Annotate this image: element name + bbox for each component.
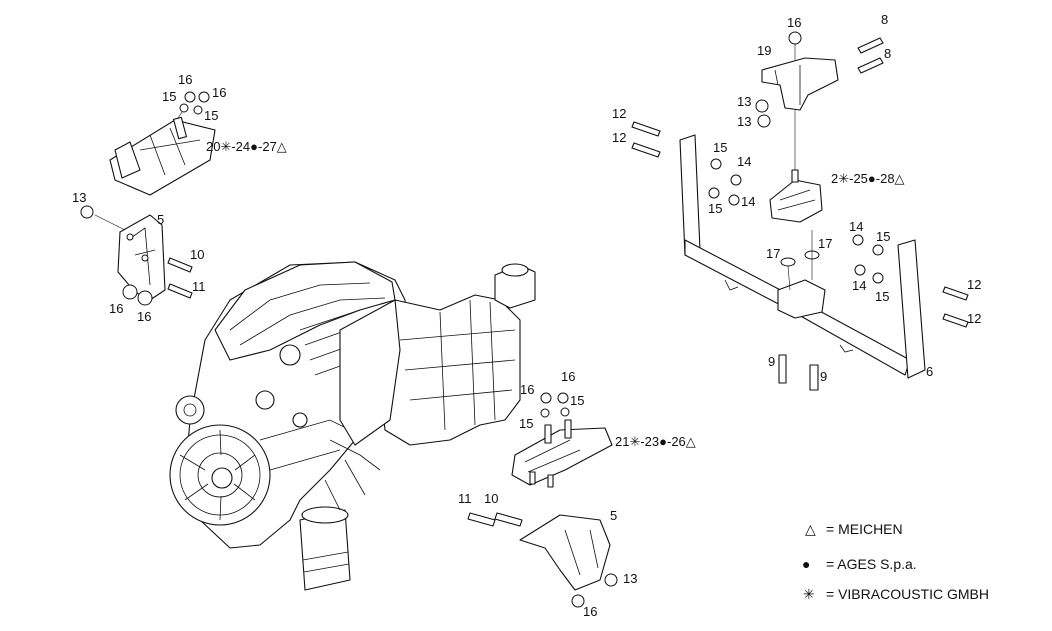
callout-9: 9 — [820, 369, 827, 384]
callout-16: 16 — [137, 309, 151, 324]
left-bracket-5 — [80, 205, 193, 306]
upper-left-engine-mount — [109, 105, 216, 196]
lower-bracket-5 — [467, 512, 618, 608]
callout-15: 15 — [570, 393, 584, 408]
callout-19: 19 — [757, 43, 771, 58]
callout-17: 17 — [818, 236, 832, 251]
callout-9: 9 — [768, 354, 775, 369]
callout-15: 15 — [875, 289, 889, 304]
callout-10: 10 — [190, 247, 204, 262]
callout-15: 15 — [162, 89, 176, 104]
upper-right-bracket-19 — [755, 31, 884, 175]
callout-16: 16 — [109, 301, 123, 316]
legend-vibracoustic: = VIBRACOUSTIC GMBH — [826, 586, 989, 602]
callout-labels: 16 16 15 15 20✳-24●-27△ 13 5 10 11 16 16… — [72, 12, 981, 619]
callout-14: 14 — [741, 194, 755, 209]
callout-16: 16 — [561, 369, 575, 384]
callout-13: 13 — [72, 190, 86, 205]
legend: △ = MEICHEN ● = AGES S.p.a. ✳ = VIBRACOU… — [802, 521, 989, 602]
vibracoustic-symbol: ✳ — [803, 586, 815, 602]
callout-11: 11 — [192, 279, 206, 294]
callout-16: 16 — [520, 382, 534, 397]
callout-11: 11 — [458, 491, 472, 506]
callout-16: 16 — [787, 15, 801, 30]
callout-8: 8 — [881, 12, 888, 27]
right-engine-mount — [769, 169, 823, 223]
callout-12: 12 — [967, 277, 981, 292]
callout-13: 13 — [623, 571, 637, 586]
callout-12: 12 — [967, 311, 981, 326]
callout-upper-left-code: 20✳-24●-27△ — [206, 139, 287, 154]
callout-15: 15 — [713, 140, 727, 155]
upper-left-nuts — [179, 91, 210, 115]
ages-symbol: ● — [802, 556, 810, 572]
callout-16: 16 — [178, 72, 192, 87]
callout-lower-mount-code: 21✳-23●-26△ — [615, 434, 696, 449]
callout-8: 8 — [884, 46, 891, 61]
callout-15: 15 — [708, 201, 722, 216]
callout-15: 15 — [519, 416, 533, 431]
engine-gearbox-assembly — [169, 261, 536, 591]
callout-14: 14 — [849, 219, 863, 234]
callout-15: 15 — [204, 108, 218, 123]
callout-12: 12 — [612, 106, 626, 121]
legend-meichen: = MEICHEN — [826, 521, 903, 537]
callout-13: 13 — [737, 114, 751, 129]
callout-5: 5 — [157, 212, 164, 227]
callout-10: 10 — [484, 491, 498, 506]
callout-15: 15 — [876, 229, 890, 244]
crossmember-frame-6 — [631, 121, 969, 391]
callout-14: 14 — [737, 154, 751, 169]
callout-16: 16 — [583, 604, 597, 619]
lower-engine-mount — [511, 392, 613, 488]
callout-right-mount-code: 2✳-25●-28△ — [831, 171, 905, 186]
meichen-symbol: △ — [805, 521, 816, 537]
legend-ages: = AGES S.p.a. — [826, 556, 917, 572]
callout-17: 17 — [766, 246, 780, 261]
callout-6: 6 — [926, 364, 933, 379]
callout-5: 5 — [610, 508, 617, 523]
callout-14: 14 — [852, 278, 866, 293]
callout-16: 16 — [212, 85, 226, 100]
callout-12: 12 — [612, 130, 626, 145]
callout-13: 13 — [737, 94, 751, 109]
